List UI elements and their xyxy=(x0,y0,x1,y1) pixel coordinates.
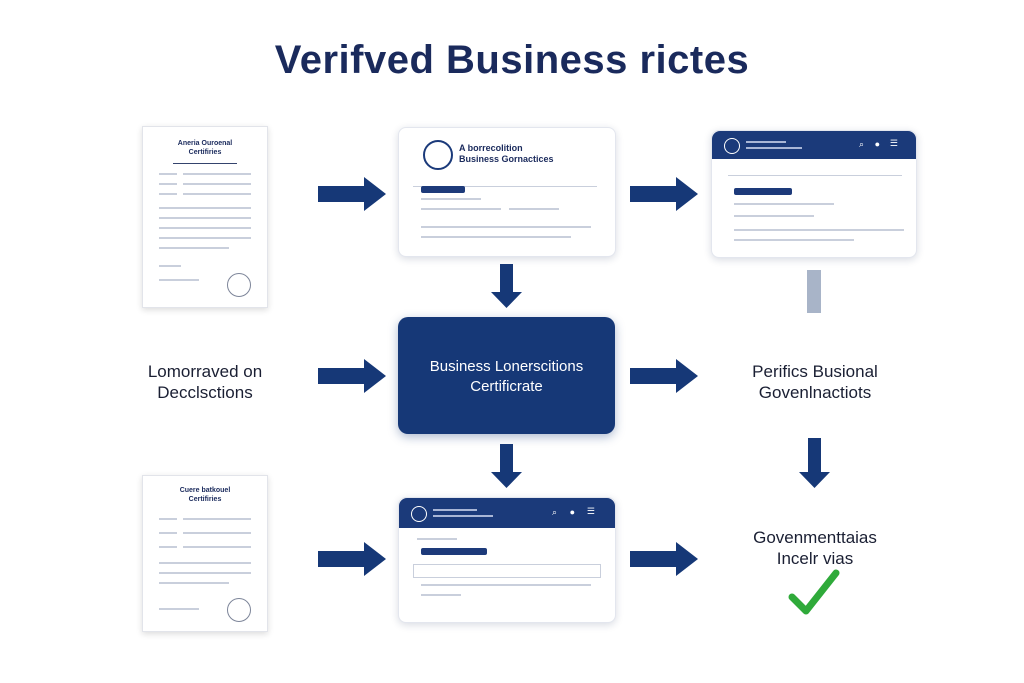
menu-icon[interactable]: ☰ xyxy=(889,138,898,148)
search-icon[interactable]: ⌕ xyxy=(551,507,557,517)
document-title-line1: Cuere batkouel xyxy=(179,487,231,494)
seal-icon xyxy=(411,506,427,522)
arrow-down-icon xyxy=(799,438,830,488)
arrow-down-icon xyxy=(491,264,522,308)
seal-icon xyxy=(724,138,740,154)
left-label-line1: Lomorraved on xyxy=(147,362,263,381)
document-title-line2: Certifiries xyxy=(188,496,222,503)
result-label-line2: Incelr vias xyxy=(776,549,854,568)
card-title-line2: Business Gornactices xyxy=(459,154,554,164)
right-label: Perifics Busional Govenlnactiots xyxy=(735,361,895,403)
left-label: Lomorraved on Decclsctions xyxy=(130,361,280,403)
right-label-line1: Perifics Busional xyxy=(752,362,878,381)
arrow-down-icon xyxy=(491,444,522,488)
menu-icon[interactable]: ☰ xyxy=(586,506,595,516)
seal-icon xyxy=(423,140,453,170)
certificate-card-top: A borrecolition Business Gornactices xyxy=(398,127,616,257)
arrow-right-icon xyxy=(630,177,698,211)
bell-icon[interactable]: ● xyxy=(569,507,575,517)
arrow-right-icon xyxy=(318,359,386,393)
result-label-line1: Govenmenttaias xyxy=(753,528,877,547)
diagram-title: Verifved Business rictes xyxy=(274,38,750,82)
document-title-line2: Certifiries xyxy=(188,149,222,156)
right-label-line2: Govenlnactiots xyxy=(758,383,872,402)
seal-icon xyxy=(227,273,251,297)
center-box-line1: Business Lonerscitions xyxy=(429,358,584,375)
portal-card-bottom: ⌕ ● ☰ xyxy=(398,497,616,623)
arrow-right-icon xyxy=(318,542,386,576)
arrow-right-icon xyxy=(318,177,386,211)
portal-card-top: ⌕ ● ☰ xyxy=(711,130,917,258)
document-top-left: Aneria Ouroenal Certifiries xyxy=(142,126,268,308)
center-box-line2: Certificrate xyxy=(470,378,543,395)
arrow-right-icon xyxy=(630,542,698,576)
card-title-line1: A borrecolition xyxy=(459,143,523,153)
search-icon[interactable]: ⌕ xyxy=(858,139,864,149)
portal-header xyxy=(712,131,916,159)
result-label: Govenmenttaias Incelr vias xyxy=(735,527,895,569)
portal-header xyxy=(399,498,615,528)
arrow-right-icon xyxy=(630,359,698,393)
connector-bar xyxy=(807,270,821,313)
bell-icon[interactable]: ● xyxy=(874,139,880,149)
center-certificate-box: Business Lonerscitions Certificrate xyxy=(398,317,615,434)
left-label-line2: Decclsctions xyxy=(157,383,253,402)
document-bottom-left: Cuere batkouel Certifiries xyxy=(142,475,268,632)
document-title-line1: Aneria Ouroenal xyxy=(177,140,233,147)
seal-icon xyxy=(227,598,251,622)
checkmark-icon xyxy=(788,569,840,615)
